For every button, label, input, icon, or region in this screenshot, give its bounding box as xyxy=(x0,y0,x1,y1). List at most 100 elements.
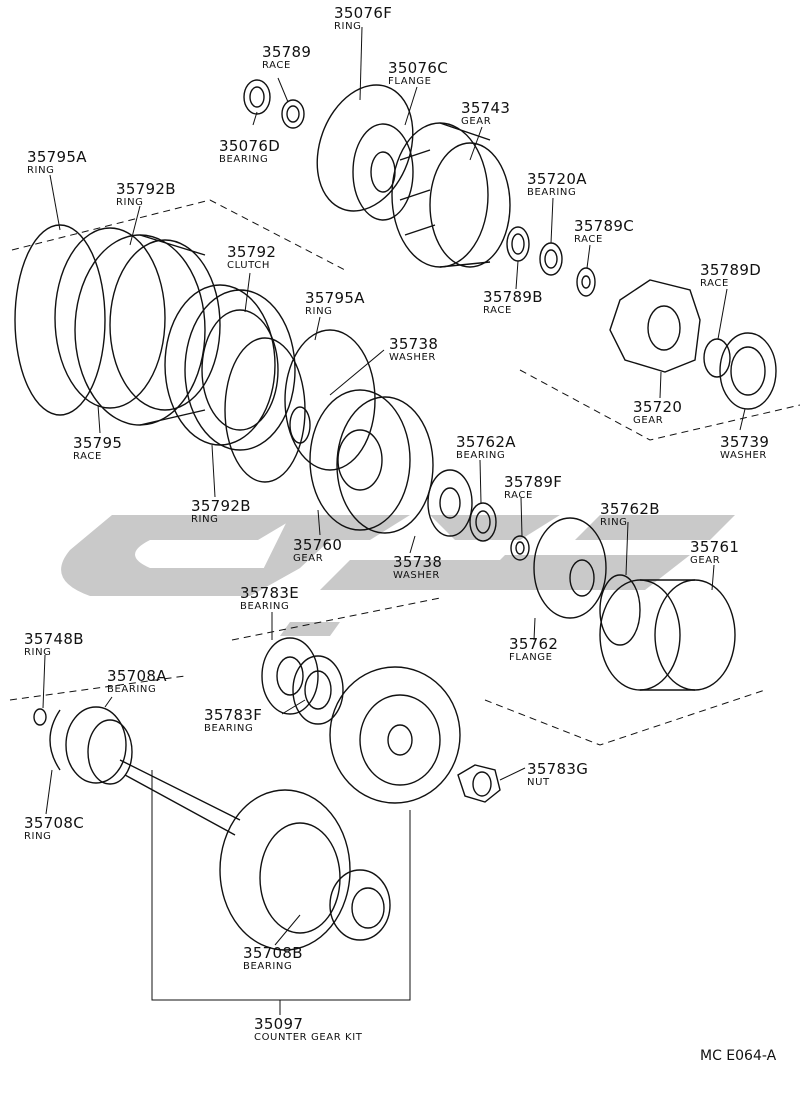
part-name: COUNTER GEAR KIT xyxy=(254,1032,363,1043)
part-name: CLUTCH xyxy=(227,260,270,271)
label-35076d: 35076D BEARING xyxy=(219,139,280,165)
washer-35738-top xyxy=(289,406,311,444)
gear-35760 xyxy=(309,389,434,534)
ring-35708c xyxy=(49,709,61,771)
part-name: RACE xyxy=(262,60,291,71)
part-number: 35720A xyxy=(527,170,587,188)
line-art xyxy=(9,26,800,1015)
part-name: FLANGE xyxy=(388,76,432,87)
part-name: FLANGE xyxy=(509,652,553,663)
part-name: RING xyxy=(24,647,52,658)
part-number: 35738 xyxy=(389,335,439,353)
part-name: GEAR xyxy=(633,415,664,426)
part-number: 35760 xyxy=(293,536,343,554)
label-35076c: 35076C FLANGE xyxy=(388,61,448,87)
label-35748b: 35748B RING xyxy=(24,632,84,658)
clutch-35792 xyxy=(164,284,296,451)
watermark-logo xyxy=(61,515,735,636)
part-number: 35783G xyxy=(527,760,589,778)
bearing-35708a xyxy=(65,706,133,785)
race-35789b xyxy=(506,226,530,262)
label-35795: 35795 RACE xyxy=(73,436,122,462)
part-name: RACE xyxy=(504,490,533,501)
part-number: 35748B xyxy=(24,630,84,648)
label-35739: 35739 WASHER xyxy=(720,435,769,461)
race-35789 xyxy=(281,99,305,129)
part-number: 35743 xyxy=(461,99,511,117)
ring-35795a-mid xyxy=(284,329,376,471)
label-35720a: 35720A BEARING xyxy=(527,172,587,198)
part-name: RING xyxy=(600,517,628,528)
label-35783e: 35783E BEARING xyxy=(240,586,299,612)
flange-35762 xyxy=(533,517,607,619)
part-name: RING xyxy=(24,831,52,842)
flange-35076c xyxy=(352,123,414,221)
part-number: 35708B xyxy=(243,944,303,962)
part-name: RACE xyxy=(700,278,729,289)
bearing-35076d xyxy=(243,79,271,115)
part-name: RACE xyxy=(483,305,512,316)
gear-35743 xyxy=(391,122,511,268)
part-number: 35789F xyxy=(504,473,563,491)
part-name: RING xyxy=(116,197,144,208)
nut-35783g xyxy=(457,764,501,803)
part-name: BEARING xyxy=(107,684,157,695)
label-35789d: 35789D RACE xyxy=(700,263,761,289)
part-name: RING xyxy=(191,514,219,525)
label-35738-top: 35738 WASHER xyxy=(389,337,438,363)
label-35761: 35761 GEAR xyxy=(690,540,739,566)
part-number: 35762 xyxy=(509,635,559,653)
counter-shaft xyxy=(119,759,241,836)
gear-35720 xyxy=(609,279,701,373)
part-number: 35792B xyxy=(191,497,251,515)
part-number: 35789B xyxy=(483,288,543,306)
gear-large xyxy=(329,666,461,804)
ring-35076f xyxy=(316,84,414,212)
ring-35762b xyxy=(599,574,641,646)
part-name: GEAR xyxy=(461,116,492,127)
part-number: 35762A xyxy=(456,433,516,451)
bearing-35762a xyxy=(469,502,497,542)
part-number: 35708A xyxy=(107,667,167,685)
ring-35795a-top xyxy=(14,224,106,416)
label-35738-bottom: 35738 WASHER xyxy=(393,555,442,581)
part-name: WASHER xyxy=(720,450,767,461)
label-35783g: 35783G NUT xyxy=(527,762,588,788)
ring-35748b xyxy=(33,708,47,726)
bearing-35720a xyxy=(539,242,563,276)
part-name: RACE xyxy=(73,451,102,462)
part-number: 35097 xyxy=(254,1015,304,1033)
part-number: 35076C xyxy=(388,59,448,77)
counter-gear xyxy=(219,789,351,951)
gear-35761 xyxy=(599,579,736,691)
part-name: RING xyxy=(334,21,362,32)
label-35760: 35760 GEAR xyxy=(293,538,342,564)
race-35789d xyxy=(703,338,731,378)
label-35783f: 35783F BEARING xyxy=(204,708,262,734)
part-number: 35708C xyxy=(24,814,84,832)
part-number: 35789C xyxy=(574,217,634,235)
race-35789c xyxy=(576,267,596,297)
part-name: WASHER xyxy=(389,352,436,363)
part-number: 35795A xyxy=(27,148,87,166)
label-35792: 35792 CLUTCH xyxy=(227,245,276,271)
label-35743: 35743 GEAR xyxy=(461,101,510,127)
diagram-code: MC E064-A xyxy=(700,1048,777,1064)
part-number: 35789 xyxy=(262,43,312,61)
ring-35792b-top xyxy=(54,227,166,409)
part-number: 35720 xyxy=(633,398,683,416)
part-number: 35792B xyxy=(116,180,176,198)
race-35795 xyxy=(74,234,221,426)
part-name: GEAR xyxy=(690,555,721,566)
part-name: BEARING xyxy=(527,187,577,198)
label-35789c: 35789C RACE xyxy=(574,219,634,245)
label-35789b: 35789B RACE xyxy=(483,290,543,316)
part-name: RING xyxy=(305,306,333,317)
leader-lines xyxy=(42,26,746,1015)
part-number: 35738 xyxy=(393,553,443,571)
label-35795a-mid: 35795A RING xyxy=(305,291,365,317)
label-35762: 35762 FLANGE xyxy=(509,637,558,663)
part-name: NUT xyxy=(527,777,550,788)
label-35708a: 35708A BEARING xyxy=(107,669,167,695)
